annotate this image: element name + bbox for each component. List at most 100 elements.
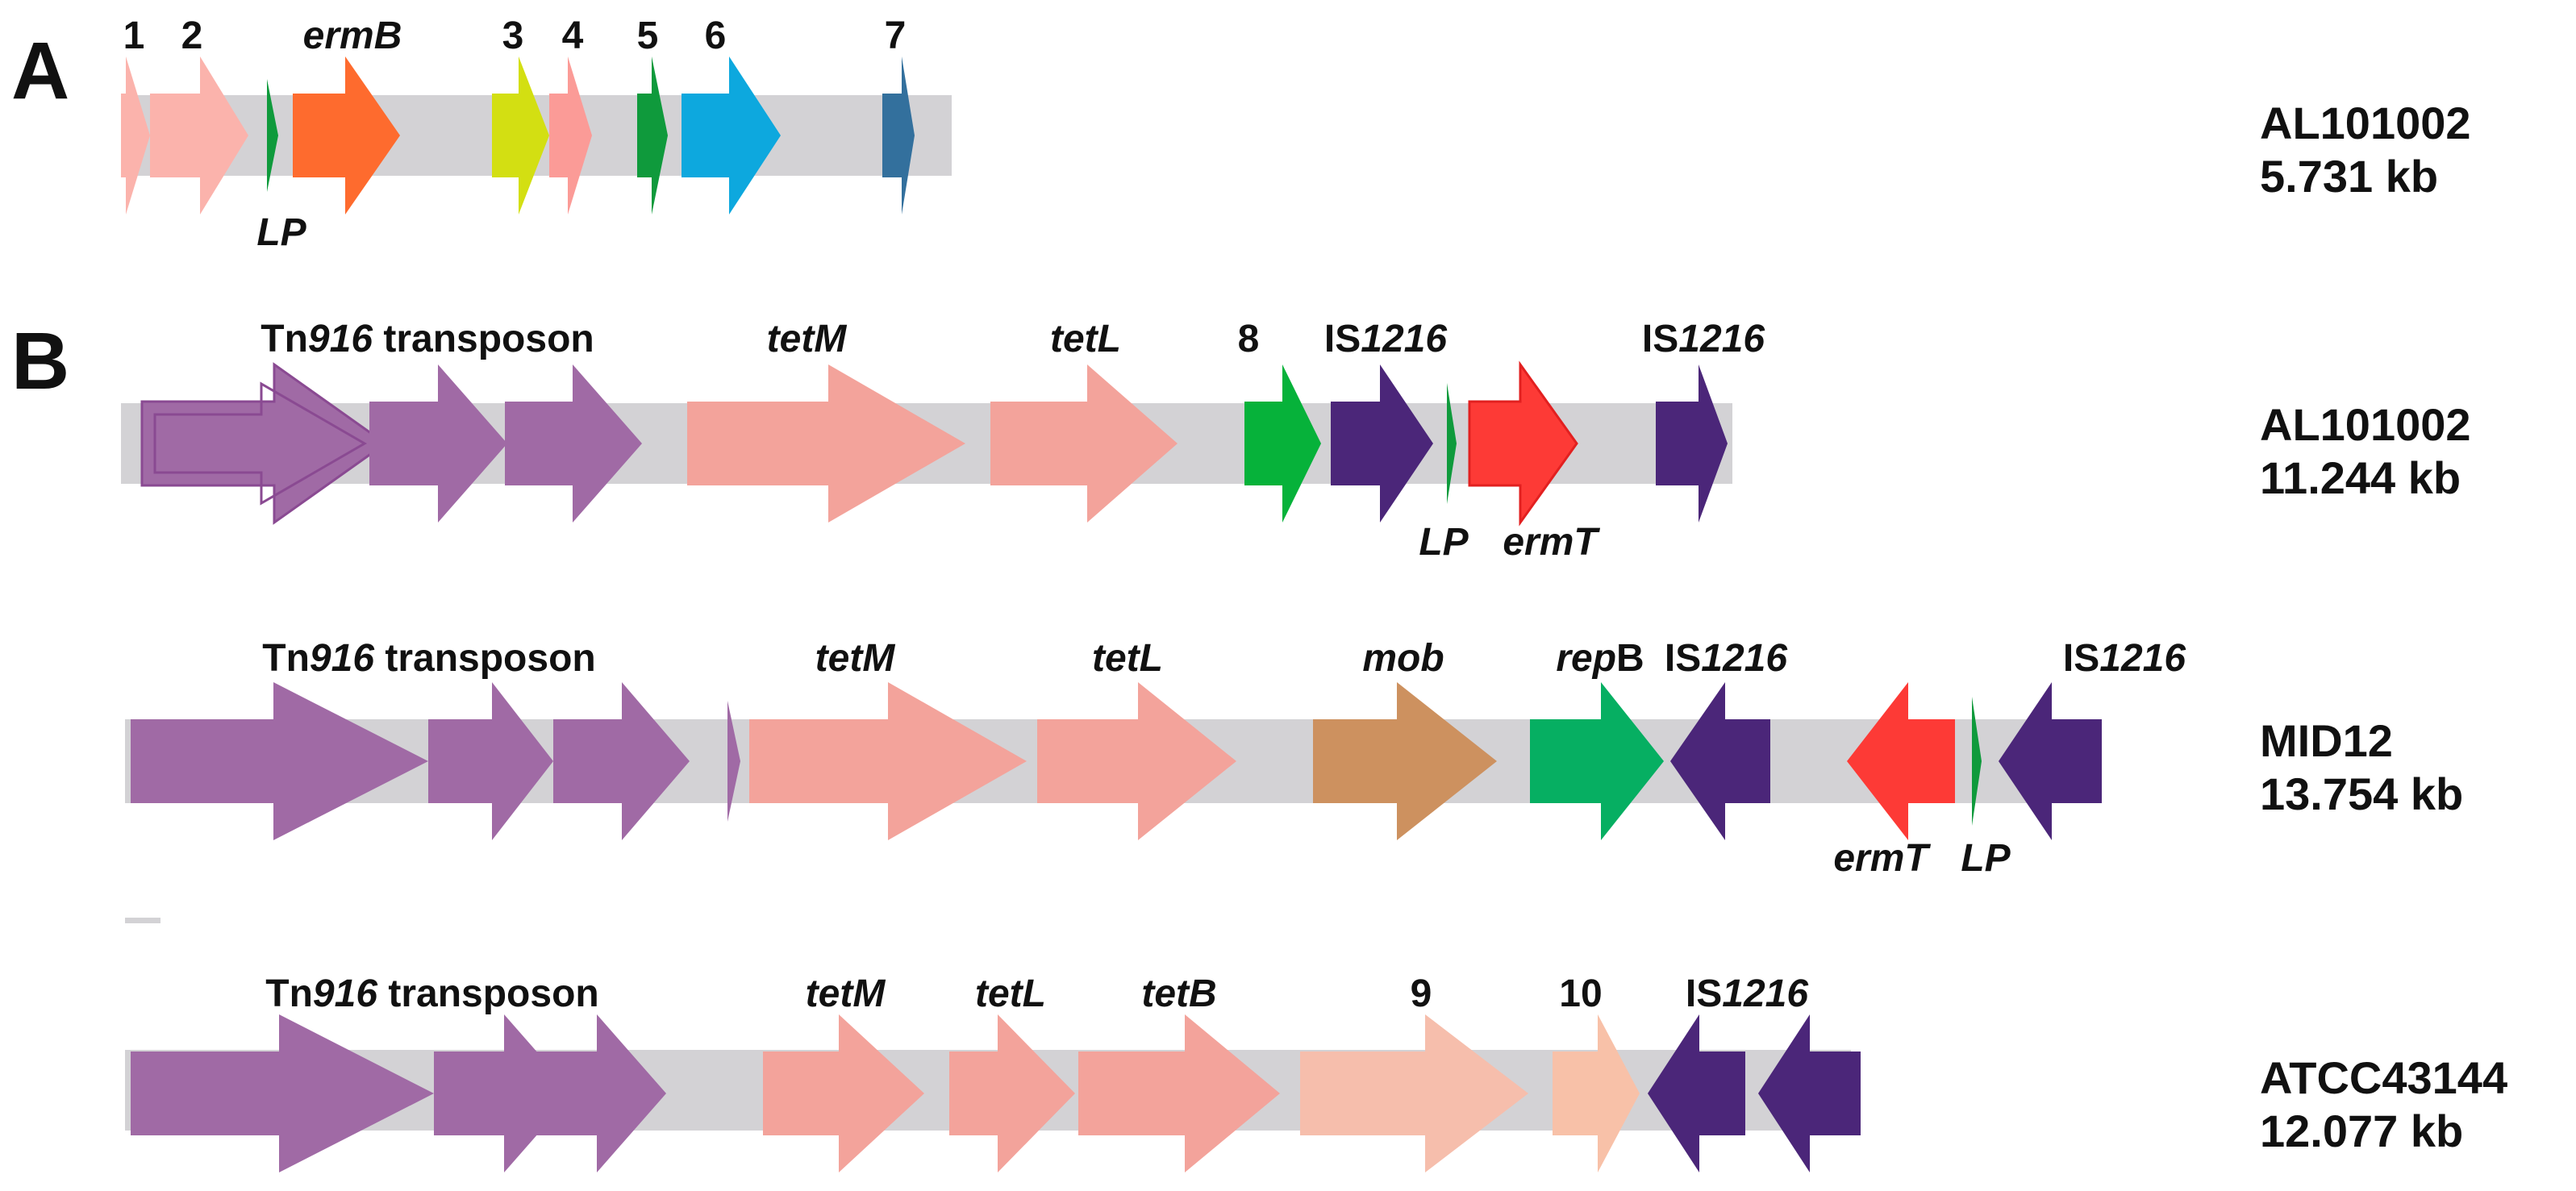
gene-label-t2-part: IS xyxy=(1665,637,1701,680)
gene-label-t2-part: 1216 xyxy=(2099,637,2186,680)
gene-label-t3: 10 xyxy=(1559,972,1602,1015)
tn916-gene-1 xyxy=(131,1014,434,1172)
gene-label-t1-part: IS xyxy=(1642,318,1678,360)
gene-label-a: 1 xyxy=(123,15,145,57)
gene-ermT-2 xyxy=(1847,682,1955,840)
gene-label-t1: 8 xyxy=(1238,318,1260,360)
gene-label-t2-part: tetL xyxy=(1092,637,1163,680)
gene-label-t2-part: Tn xyxy=(262,637,310,680)
tn916-gene-1 xyxy=(131,682,428,840)
gene-tetM-1 xyxy=(687,364,965,523)
gene-label-t3-part: IS xyxy=(1686,972,1722,1015)
strain-name: AL101002 xyxy=(2260,98,2471,148)
gene-label-t3-part: 9 xyxy=(1411,972,1432,1015)
gene-label-t3: tetM xyxy=(806,972,886,1015)
gene-label-a: 5 xyxy=(637,15,659,57)
gene-label-t2-part: LP xyxy=(1961,837,2011,880)
is1216-3 xyxy=(1670,682,1770,840)
gene-label-t2-part: IS xyxy=(2063,637,2099,680)
gene-label-t3-part: Tn xyxy=(265,972,313,1015)
lp-element-a xyxy=(267,79,278,192)
gene-5 xyxy=(637,56,668,214)
gene-label-t1-part: ermT xyxy=(1503,521,1600,564)
gene-label-t2: tetM xyxy=(815,637,896,680)
gene-label-t1-part: LP xyxy=(1419,521,1469,564)
gene-label-t2-part: 1216 xyxy=(1701,637,1787,680)
gene-label-t3-part: tetL xyxy=(975,972,1046,1015)
gene-label-t3-part: 916 xyxy=(313,972,377,1015)
gene-tetL-1 xyxy=(990,364,1178,523)
gene-label-t1: tetL xyxy=(1050,318,1121,360)
gene-label-a: 3 xyxy=(502,15,524,57)
tn916-inner-outline xyxy=(153,381,367,506)
gene-9 xyxy=(1300,1014,1528,1172)
gene-label-t3-part: tetM xyxy=(806,972,886,1015)
gene-label-t2-part: transposon xyxy=(374,637,596,680)
tn916-gene-3 xyxy=(505,364,642,523)
gene-tetB xyxy=(1078,1014,1280,1172)
gene-tetM-2 xyxy=(749,682,1027,840)
gene-label-t1-part: 916 xyxy=(308,318,373,360)
lp-element-t1 xyxy=(1447,383,1457,504)
gene-label-t2: LP xyxy=(1961,837,2011,880)
gene-label-t1-part: 1216 xyxy=(1678,318,1765,360)
gene-label-t1-part: tetM xyxy=(767,318,848,360)
tn916-gene-2 xyxy=(428,682,553,840)
gene-2 xyxy=(150,56,248,214)
element-size: 5.731 kb xyxy=(2260,151,2438,202)
small-orf-t2 xyxy=(727,701,740,822)
gene-label-t1-part: transposon xyxy=(373,318,594,360)
tn916-gene-3 xyxy=(553,682,690,840)
gene-mob xyxy=(1313,682,1497,840)
gene-label-t2: ermT xyxy=(1833,837,1931,880)
gene-label-t2-part: mob xyxy=(1362,637,1444,680)
gene-repB xyxy=(1530,682,1664,840)
gene-label-t2-part: B xyxy=(1616,637,1644,680)
gene-ermT-1 xyxy=(1468,360,1578,527)
gene-4 xyxy=(549,56,592,214)
gene-tetM-3 xyxy=(763,1014,924,1172)
element-size: 12.077 kb xyxy=(2260,1106,2463,1156)
gene-label-t2: mob xyxy=(1362,637,1444,680)
gene-label-t3: 9 xyxy=(1411,972,1432,1015)
gene-label-t1: LP xyxy=(1419,521,1469,564)
is1216-4 xyxy=(1999,682,2102,840)
gene-label-t2: Tn916 transposon xyxy=(262,637,595,680)
strain-name: MID12 xyxy=(2260,715,2393,766)
gene-label-t1-part: 1216 xyxy=(1361,318,1447,360)
gene-label-t3-part: transposon xyxy=(377,972,599,1015)
tn916-gene-3 xyxy=(529,1014,666,1172)
gene-label-a: 4 xyxy=(562,15,584,57)
is1216-6 xyxy=(1758,1014,1861,1172)
gene-label-t3-part: tetB xyxy=(1141,972,1216,1015)
gene-1 xyxy=(121,56,150,214)
gene-label-t2-part: ermT xyxy=(1833,837,1931,880)
gene-label-t3-part: 1216 xyxy=(1722,972,1808,1015)
gene-8 xyxy=(1244,364,1321,523)
gene-label-a: ermB xyxy=(303,15,402,57)
gene-label-t2: IS1216 xyxy=(1665,637,1787,680)
gene-label-t3: Tn916 transposon xyxy=(265,972,598,1015)
gene-label-t2-part: tetM xyxy=(815,637,896,680)
gene-label-t1: IS1216 xyxy=(1324,318,1447,360)
gene-10 xyxy=(1553,1014,1640,1172)
gene-label-t3: IS1216 xyxy=(1686,972,1808,1015)
gene-label-t3: tetB xyxy=(1141,972,1216,1015)
gene-label-t3: tetL xyxy=(975,972,1046,1015)
gene-label-t1-part: IS xyxy=(1324,318,1361,360)
gene-label-a: 6 xyxy=(705,15,727,57)
gene-label-t2-part: 916 xyxy=(310,637,374,680)
gene-label-t2-part: rep xyxy=(1556,637,1616,680)
gene-3 xyxy=(492,56,549,214)
gene-label-t1: ermT xyxy=(1503,521,1600,564)
gene-label-a: 7 xyxy=(885,15,907,57)
is1216-5 xyxy=(1648,1014,1745,1172)
